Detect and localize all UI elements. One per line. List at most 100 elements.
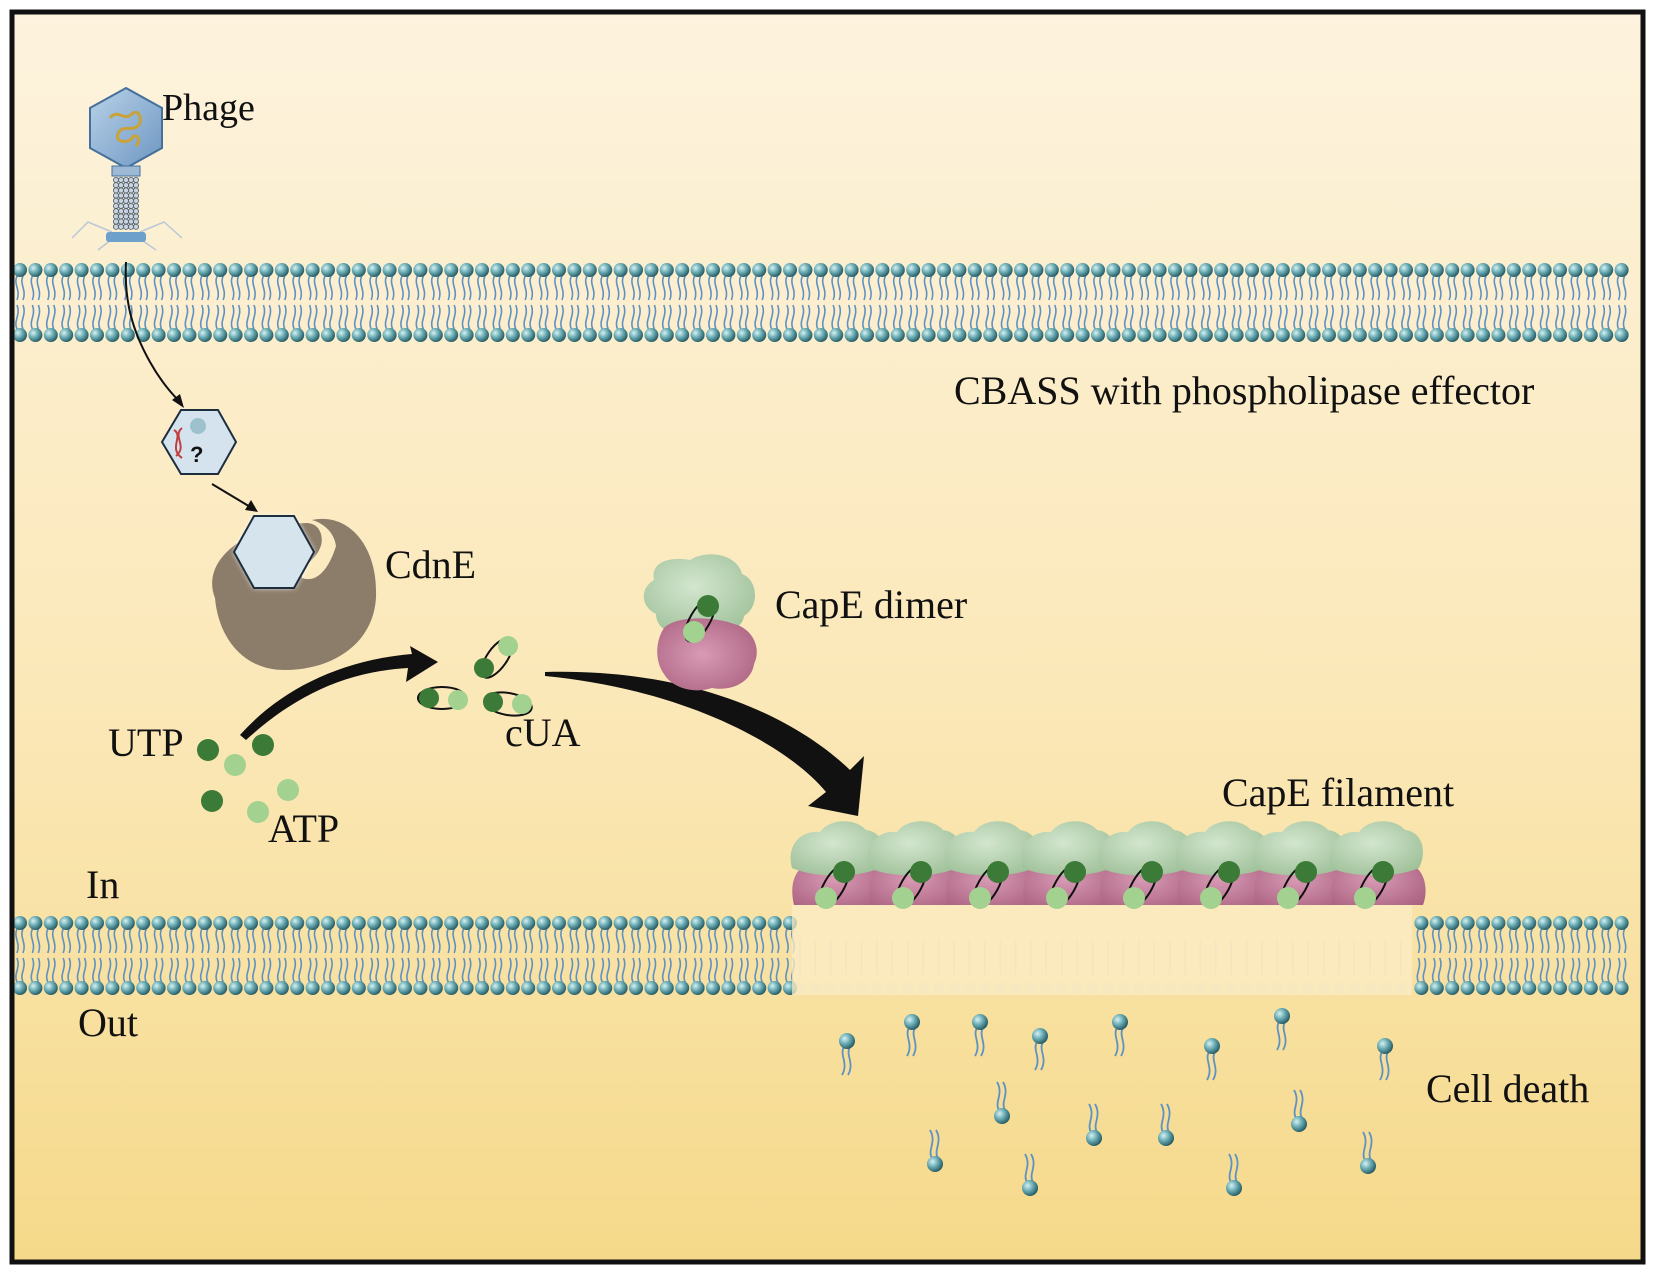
cape-filament-unit [1252,821,1349,909]
cape-filament-unit [1175,821,1272,909]
cape-filament-label: CapE filament [1222,770,1454,815]
phage-dna [108,111,142,148]
phage-icon [71,86,183,251]
lipid-molecule [552,916,566,954]
lipid-molecule [382,263,397,301]
lipid-molecule [151,304,166,342]
lipid-molecule [567,957,582,995]
lipid-molecule [721,957,736,995]
lipid-molecule [1460,957,1475,995]
lipid-molecule [444,304,459,342]
lipid-molecule [1183,263,1198,301]
released-lipid-molecule [972,1014,988,1057]
lipid-molecule [305,957,320,995]
lipid-molecule [582,263,597,301]
lipid-molecule [13,304,27,342]
lipid-molecule [13,916,27,954]
lipid-molecule [459,916,474,954]
lipid-molecule [413,957,428,995]
lipid-molecule [1537,263,1552,301]
lipid-molecule [1522,916,1537,954]
lipid-molecule [136,957,151,995]
lipid-molecule [1198,304,1213,342]
released-lipid-molecule [1226,1153,1242,1196]
lipid-molecule [1229,263,1244,301]
lipid-molecule [244,263,258,301]
lipid-molecule [1429,916,1444,954]
lipid-molecule [1383,304,1398,342]
lipid-molecule [182,263,197,301]
lipid-molecule [182,916,197,954]
lipid-molecule [428,304,443,342]
lipid-molecule [798,304,813,342]
lipid-molecule [1106,304,1121,342]
lipid-molecule [321,304,335,342]
released-lipid-molecule [1377,1038,1393,1081]
lipid-molecule [844,263,859,301]
lipid-molecule [829,304,844,342]
lipid-molecule [367,957,382,995]
lipid-molecule [351,916,366,954]
lipid-molecule [336,957,351,995]
lipid-molecule [259,957,274,995]
lipid-molecule [398,957,412,995]
cape-filament-unit [1021,821,1118,909]
lipid-molecule [937,263,951,301]
lipid-molecule [1583,263,1598,301]
lipid-molecule [1614,957,1629,995]
lipid-molecule [521,957,536,995]
lipid-molecule [13,957,27,995]
lipid-molecule [1537,304,1552,342]
lipid-molecule [13,263,27,301]
lipid-molecule [59,304,74,342]
lipid-molecule [1491,916,1506,954]
lipid-molecule [1553,304,1567,342]
lipid-molecule [1060,304,1075,342]
atp-molecule [247,801,269,823]
lipid-molecule [120,957,135,995]
lipid-molecule [105,916,120,954]
phage-tail [113,176,139,230]
lipid-molecule [1168,304,1182,342]
cape-filament-unit [1329,821,1426,909]
lipid-molecule [1522,957,1537,995]
lipid-molecule [167,304,181,342]
lipid-molecule [582,304,597,342]
lipid-molecule [228,263,243,301]
lipid-molecule [1306,304,1321,342]
lipid-molecule [1460,304,1475,342]
lipid-molecule [521,304,536,342]
phage-baseplate [106,232,146,242]
lipid-molecule [382,916,397,954]
lipid-molecule [1322,304,1336,342]
lipid-molecule [43,957,58,995]
lipid-molecule [752,957,767,995]
lipid-molecule [644,304,659,342]
lipid-molecule [505,263,520,301]
lipid-molecule [675,957,690,995]
lipid-molecule [1568,304,1583,342]
lipid-molecule [706,263,720,301]
lipid-molecule [151,916,166,954]
lipid-molecule [274,916,289,954]
lipid-molecule [1429,304,1444,342]
lipid-molecule [1445,304,1460,342]
lipid-molecule [1506,304,1521,342]
lipid-molecule [197,916,212,954]
lipid-molecule [1168,263,1182,301]
lipid-molecule [382,304,397,342]
lipid-molecule [413,916,428,954]
lipid-molecule [1614,304,1629,342]
cape-filament-unit [867,821,964,909]
lipid-molecule [752,304,767,342]
lipid-molecule [1476,916,1490,954]
lipid-molecule [136,304,151,342]
released-lipid-molecule [1360,1131,1376,1174]
lipid-molecule [536,304,551,342]
lipid-molecule [336,916,351,954]
lipid-molecule [675,263,690,301]
lipid-molecule [74,263,89,301]
lipid-molecule [413,304,428,342]
lipid-molecule [613,263,628,301]
lipid-molecule [1491,263,1506,301]
